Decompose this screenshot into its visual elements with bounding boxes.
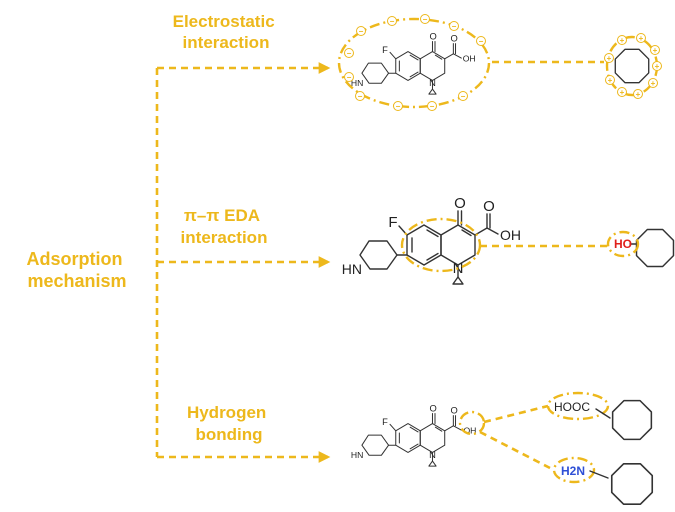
svg-text:−: − xyxy=(358,92,363,101)
positive-charge: + xyxy=(617,35,627,45)
svg-text:+: + xyxy=(620,36,625,45)
adsorbent-octagon xyxy=(614,48,650,84)
svg-text:−: − xyxy=(461,92,466,101)
amine-envelope xyxy=(552,456,596,484)
svg-text:−: − xyxy=(347,73,352,82)
positive-charge: + xyxy=(648,78,658,88)
positive-charge: + xyxy=(633,89,643,99)
atom-o-ketone: O xyxy=(430,403,437,413)
negative-charge: − xyxy=(356,26,366,36)
molecule-pi-pi: F O O OH N HN xyxy=(342,195,521,285)
negative-charge: − xyxy=(355,91,365,101)
atom-o-carbonyl: O xyxy=(450,34,457,44)
positive-charge: + xyxy=(604,53,614,63)
negative-charge: − xyxy=(449,21,459,31)
branch-label-pi-pi: π–π EDA interaction xyxy=(181,206,268,247)
svg-text:−: − xyxy=(347,49,352,58)
adsorbent-hydroxyl: HO xyxy=(606,228,675,268)
negative-charge: − xyxy=(427,101,437,111)
connector-hydrogen-amine xyxy=(479,430,551,470)
branch-label-electrostatic: Electrostatic interaction xyxy=(173,12,280,52)
svg-text:+: + xyxy=(607,54,612,63)
oh-donor-envelope xyxy=(458,410,486,436)
amine-bond xyxy=(589,470,609,479)
connector-hydrogen-carboxyl xyxy=(483,404,549,424)
svg-text:+: + xyxy=(639,34,644,43)
adsorbent-amine: H2N xyxy=(552,456,654,506)
atom-n-ring: N xyxy=(429,78,436,88)
svg-text:−: − xyxy=(359,27,364,36)
atom-o-ketone: O xyxy=(430,31,437,41)
svg-text:+: + xyxy=(608,76,613,85)
atom-oh: OH xyxy=(463,426,476,436)
atom-f: F xyxy=(382,417,388,427)
atom-hn: HN xyxy=(351,450,363,460)
svg-text:−: − xyxy=(430,102,435,111)
molecule-electrostatic: F O O OH N HN − − − − − − − − − − − xyxy=(337,14,491,111)
positive-charge: + xyxy=(652,61,662,71)
negative-charge: − xyxy=(420,14,430,24)
negative-charges: − − − − − − − − − − − xyxy=(344,14,486,111)
svg-text:−: − xyxy=(396,102,401,111)
tree-connectors xyxy=(155,62,331,463)
hydroxyl-envelope xyxy=(606,230,640,258)
negative-charge: − xyxy=(344,72,354,82)
atom-f: F xyxy=(382,45,388,55)
carboxyl-envelope xyxy=(546,391,610,421)
positive-charges: + + + + + + + + + xyxy=(604,33,662,99)
svg-text:−: − xyxy=(423,15,428,24)
svg-text:+: + xyxy=(620,88,625,97)
carboxyl-group-label: HOOC xyxy=(554,400,590,414)
molecule-hydrogen: F O O OH N HN xyxy=(351,403,486,467)
atom-oh: OH xyxy=(500,227,521,243)
positive-charge: + xyxy=(650,45,660,55)
ciprofloxacin-structure: F O O OH N HN xyxy=(351,403,476,467)
amine-group-label: H2N xyxy=(561,464,585,478)
negative-charge: − xyxy=(393,101,403,111)
svg-text:+: + xyxy=(653,46,658,55)
negative-charge: − xyxy=(476,36,486,46)
root-label: Adsorption mechanism xyxy=(26,249,127,291)
atom-o-carbonyl: O xyxy=(483,198,495,215)
atom-n-ring: N xyxy=(429,450,436,460)
atom-hn: HN xyxy=(342,261,362,277)
atom-hn: HN xyxy=(351,78,363,88)
atom-oh: OH xyxy=(463,54,476,64)
branch-label-hydrogen: Hydrogen bonding xyxy=(187,403,271,444)
atom-o-carbonyl: O xyxy=(450,406,457,416)
positive-charge: + xyxy=(605,75,615,85)
adsorbent-octagon xyxy=(611,399,653,441)
negative-charge: − xyxy=(458,91,468,101)
positive-charge: + xyxy=(636,33,646,43)
svg-text:+: + xyxy=(655,62,660,71)
adsorbent-carboxyl: HOOC xyxy=(546,391,653,441)
svg-text:+: + xyxy=(651,79,656,88)
adsorbent-octagon xyxy=(635,228,675,268)
carboxyl-bond xyxy=(595,408,611,419)
svg-text:−: − xyxy=(452,22,457,31)
adsorbent-octagon xyxy=(610,462,654,506)
svg-text:−: − xyxy=(390,17,395,26)
atom-o-ketone: O xyxy=(454,195,466,212)
hydroxyl-group-label: HO xyxy=(614,237,632,251)
negative-charge: − xyxy=(387,16,397,26)
positive-charge: + xyxy=(617,87,627,97)
negative-charge: − xyxy=(344,48,354,58)
adsorbent-positive: + + + + + + + + + xyxy=(604,33,662,99)
svg-text:+: + xyxy=(636,90,641,99)
atom-f: F xyxy=(388,214,397,231)
ciprofloxacin-structure: F O O OH N HN xyxy=(351,31,476,95)
svg-text:−: − xyxy=(479,37,484,46)
negative-charge-envelope xyxy=(337,17,491,109)
